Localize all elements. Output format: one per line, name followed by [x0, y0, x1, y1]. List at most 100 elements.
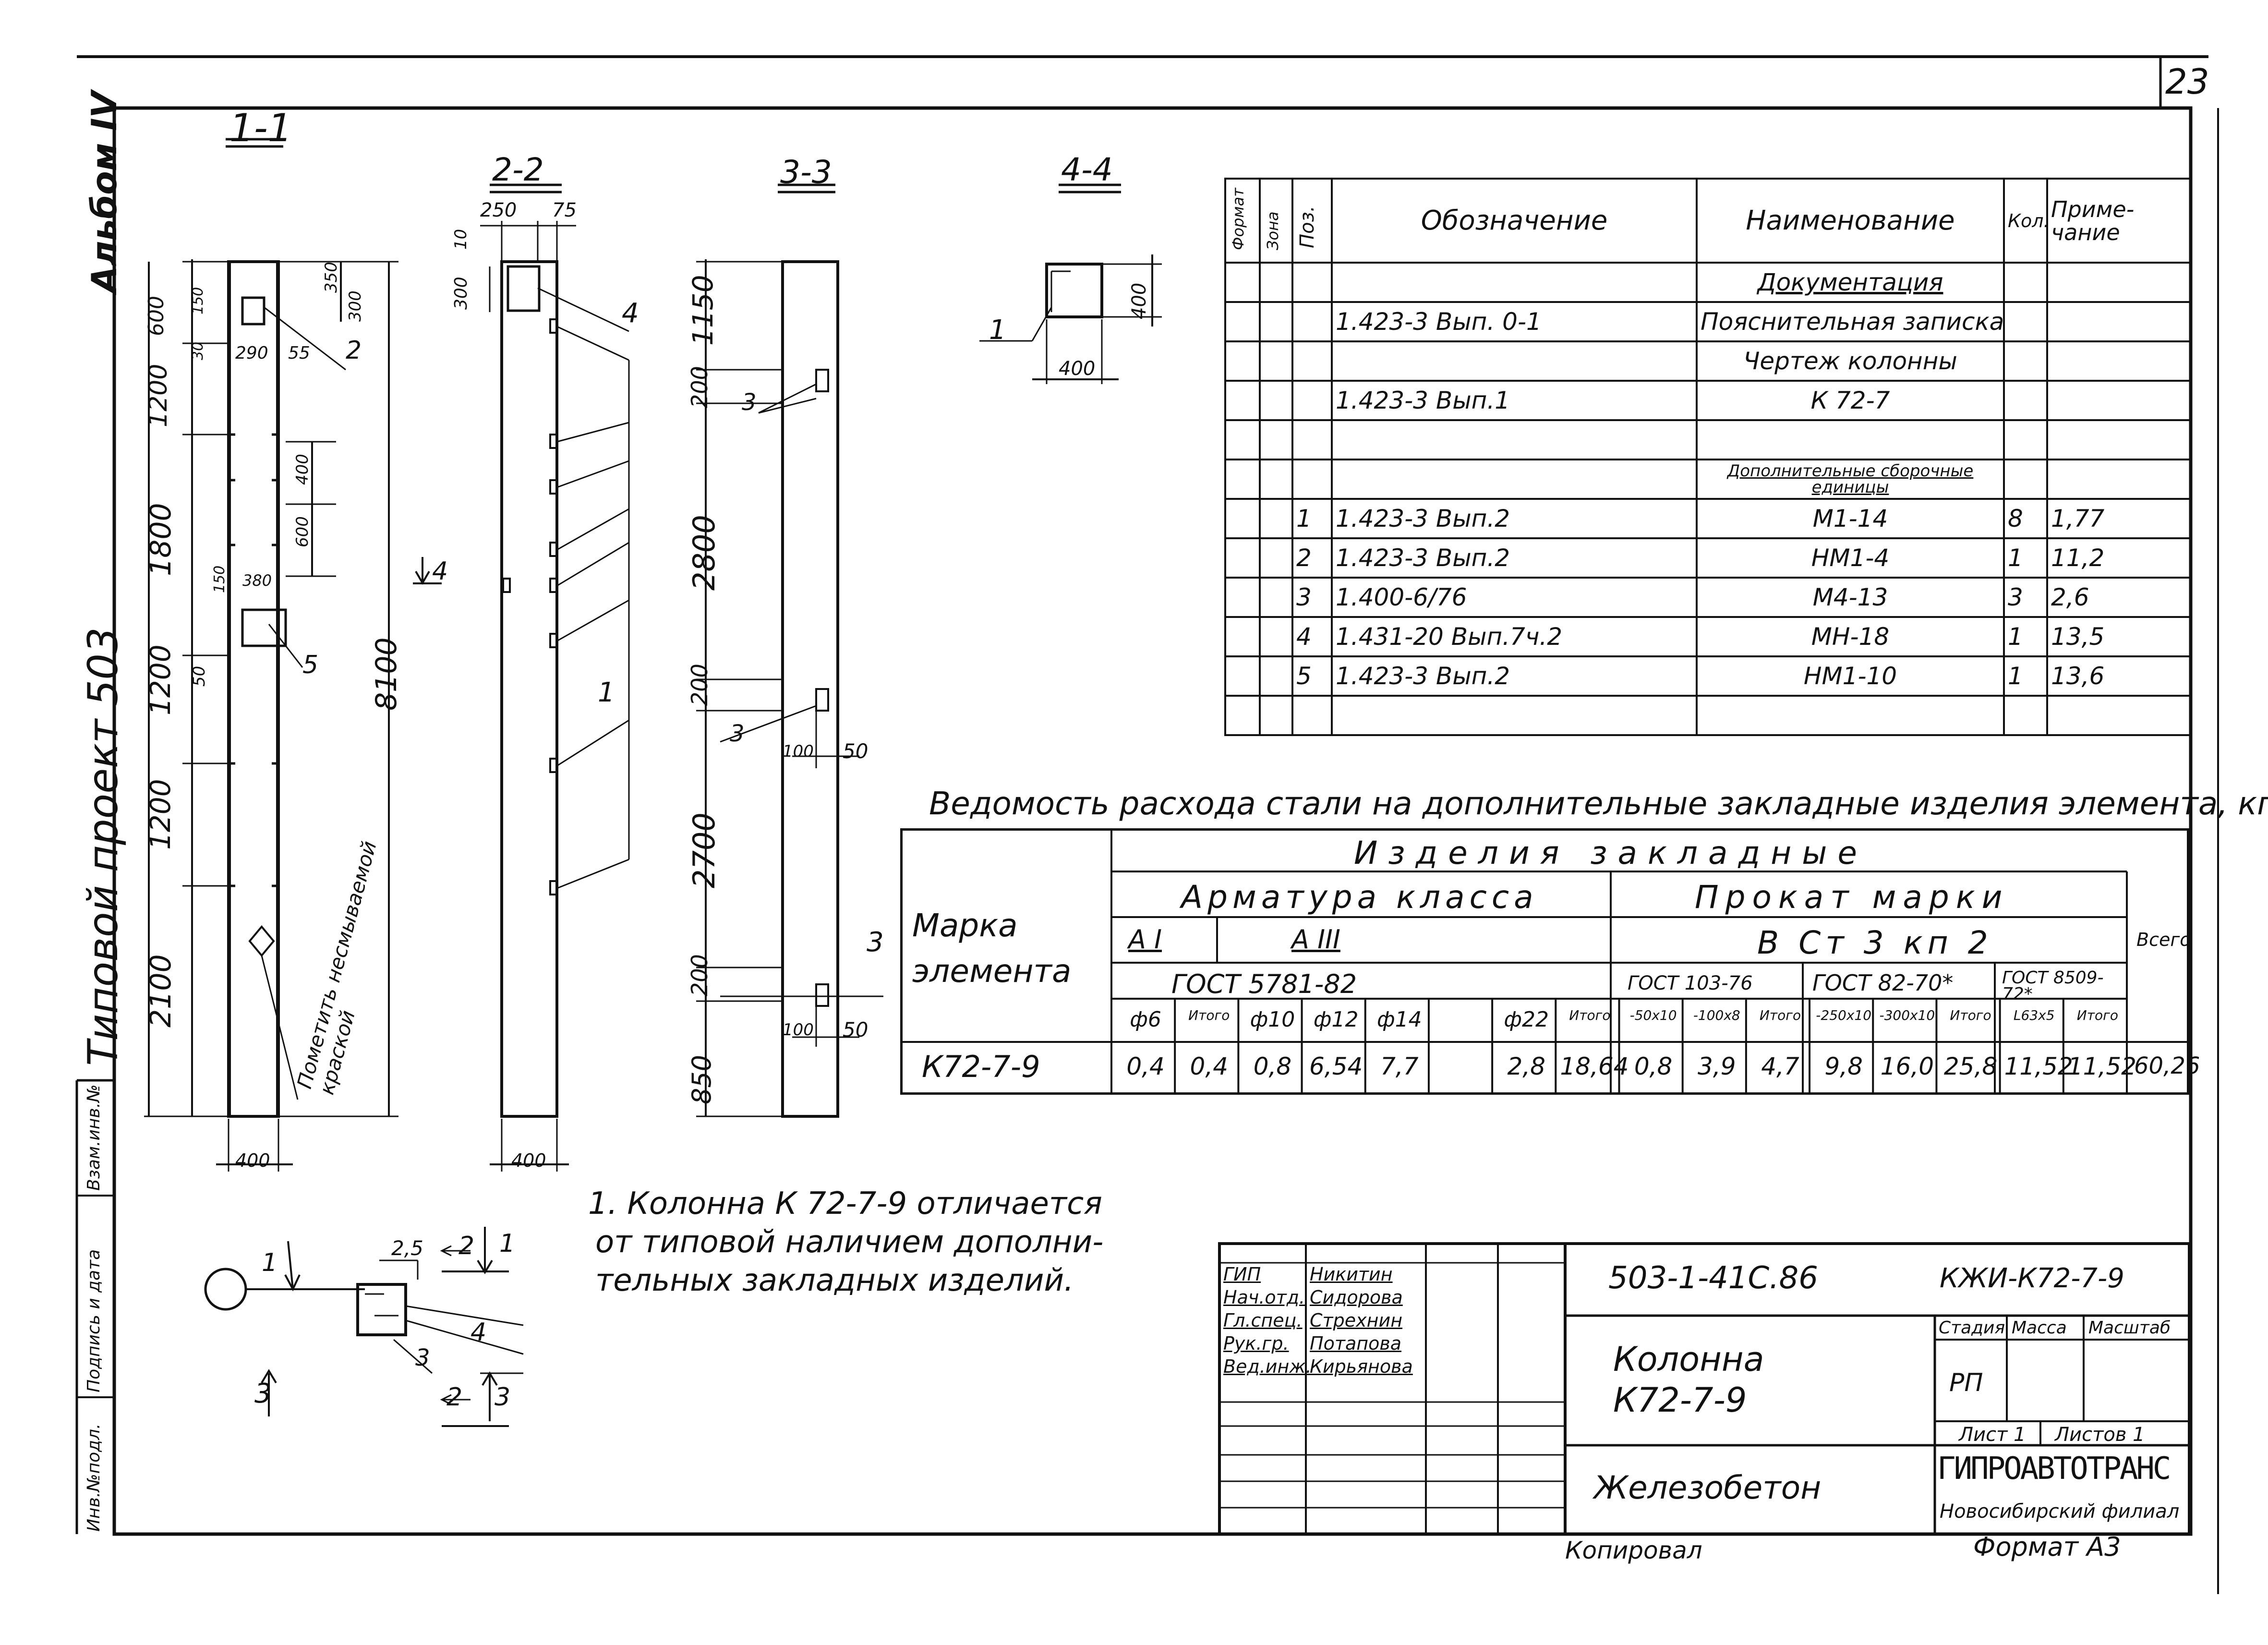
callout-4-4-1: 1: [989, 314, 1006, 346]
spec-cell: 1: [2003, 616, 2048, 657]
spec-cell: [1291, 695, 1333, 736]
spec-cell: [1291, 340, 1333, 382]
dim-2-2-75: 75: [552, 199, 577, 221]
dim-2-2-250: 250: [480, 199, 517, 221]
spec-cell: [2003, 340, 2048, 382]
steel-row-value: 0,4: [1190, 1052, 1229, 1080]
stamp-org-sub: Новосибирский филиал: [1940, 1500, 2180, 1523]
steel-h-total: Всего: [2136, 929, 2191, 950]
stamp-scale-header: Масштаб: [2088, 1318, 2171, 1338]
spec-cell: Документация: [1696, 262, 2005, 303]
stamp-person: Стрехнин: [1310, 1310, 1403, 1331]
dim-2-2-10: 10: [451, 229, 470, 250]
dim-3-3-100a: 100: [783, 742, 814, 761]
callout-2-2-1: 1: [598, 677, 615, 708]
steel-row-value: 2,8: [1507, 1052, 1545, 1080]
detail-callout-3b: 3: [254, 1378, 272, 1409]
detail-callout-4: 4: [470, 1318, 487, 1347]
spec-cell: [2003, 262, 2048, 303]
steel-h-gost82: ГОСТ 82-70*: [1812, 970, 1954, 996]
spec-cell: 1.423-3 Вып.1: [1331, 380, 1698, 421]
spec-cell: [1224, 498, 1261, 539]
dim-1-1-1200a: 1200: [144, 363, 173, 427]
spec-cell: 1.431-20 Вып.7ч.2: [1331, 616, 1698, 657]
spec-cell: 2: [1291, 537, 1333, 579]
callout-2-2-4: 4: [622, 298, 639, 329]
detail-callout-2a: 2: [458, 1232, 475, 1260]
spec-cell: [1259, 498, 1293, 539]
spec-cell: [1259, 262, 1293, 303]
spec-cell: 3: [1291, 577, 1333, 618]
spec-cell: [1291, 301, 1333, 342]
steel-col-header: -250х10: [1816, 1007, 1872, 1023]
spec-cell: [1224, 577, 1261, 618]
spec-row: Чертеж колонны: [1224, 340, 2191, 382]
spec-h-name: Наименование: [1696, 178, 2005, 264]
steel-h-mark: Марка элемента: [912, 907, 1072, 990]
note-line-3: тельных закладных изделий.: [595, 1263, 1074, 1298]
spec-cell: [2046, 262, 2191, 303]
spec-cell: [2046, 695, 2191, 736]
spec-cell: [1291, 419, 1333, 460]
spec-cell: [1259, 537, 1293, 579]
spec-cell: [1259, 301, 1293, 342]
spec-h-designation: Обозначение: [1331, 178, 1698, 264]
stamp-role: ГИП: [1223, 1264, 1261, 1285]
spec-cell: [1291, 459, 1333, 500]
steel-col-header: Итого: [1759, 1007, 1801, 1023]
spec-cell: К 72-7: [1696, 380, 2005, 421]
dim-1-1-150b: 150: [211, 565, 228, 593]
steel-row-total: 60,26: [2134, 1052, 2200, 1079]
side-stamp-inv: Инв.№подл.: [84, 1423, 104, 1532]
dim-1-1-600b: 600: [293, 516, 312, 547]
steel-col-header: -50х10: [1629, 1007, 1677, 1023]
dim-3-3-1150: 1150: [687, 275, 719, 346]
stamp-stage-header: Стадия: [1939, 1318, 2005, 1338]
steel-table-title: Ведомость расхода стали на дополнительны…: [929, 785, 2268, 822]
section-1-1-title: 1-1: [229, 106, 292, 150]
spec-cell: 4: [1291, 616, 1333, 657]
steel-col-header: -300х10: [1879, 1007, 1935, 1023]
stamp-person: Никитин: [1310, 1264, 1393, 1285]
album-label: Альбом IV: [84, 91, 124, 293]
dim-3-3-200b: 200: [687, 664, 712, 706]
stamp-copied: Копировал: [1565, 1536, 1702, 1564]
steel-row-value: 0,8: [1634, 1052, 1673, 1080]
steel-row-value: 11,52: [2004, 1052, 2073, 1080]
spec-cell: [1259, 459, 1293, 500]
stamp-org: ГИПРОАВТОТРАНС: [1937, 1451, 2171, 1487]
spec-cell: [2003, 380, 2048, 421]
spec-cell: [1224, 655, 1261, 697]
dim-4-4-400v: 400: [1128, 282, 1150, 319]
dim-1-1-50: 50: [190, 665, 209, 687]
stamp-person: Потапова: [1310, 1333, 1402, 1354]
spec-cell: 3: [2003, 577, 2048, 618]
spec-cell: [1224, 340, 1261, 382]
side-stamp-sign: Подпись и дата: [84, 1249, 104, 1392]
steel-col-header: ф6: [1130, 1007, 1161, 1032]
steel-h-group: Изделия закладные: [1354, 835, 1868, 871]
callout-3-3-3b: 3: [730, 720, 745, 747]
spec-cell: [1224, 380, 1261, 421]
spec-cell: [1331, 419, 1698, 460]
dim-1-1-55: 55: [288, 343, 310, 363]
dim-1-1-300: 300: [346, 290, 365, 322]
spec-cell: 8: [2003, 498, 2048, 539]
stamp-role: Нач.отд.: [1223, 1287, 1305, 1308]
callout-1-1-5: 5: [302, 651, 319, 679]
steel-h-gost5781: ГОСТ 5781-82: [1171, 969, 1357, 999]
spec-cell: [2003, 301, 2048, 342]
dim-1-1-350: 350: [322, 262, 341, 293]
dim-3-3-50a: 50: [843, 739, 869, 763]
steel-h-gost8509: ГОСТ 8509-72*: [2002, 968, 2104, 1004]
stamp-sheets: Листов 1: [2055, 1424, 2145, 1446]
spec-cell: [1224, 262, 1261, 303]
spec-cell: [1291, 380, 1333, 421]
steel-col-header: ф12: [1313, 1007, 1359, 1032]
spec-cell: 1.423-3 Вып. 0-1: [1331, 301, 1698, 342]
stamp-role: Рук.гр.: [1223, 1333, 1289, 1354]
spec-cell: [1224, 695, 1261, 736]
steel-h-prokat: Прокат марки: [1695, 879, 2009, 916]
steel-row-value: 4,7: [1761, 1052, 1799, 1080]
